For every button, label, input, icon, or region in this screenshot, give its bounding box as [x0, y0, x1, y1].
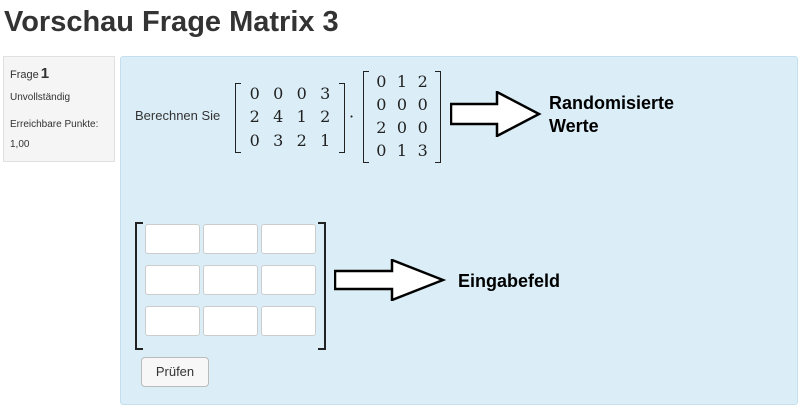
matrix-a-cell: 0: [249, 84, 260, 103]
randomized-values-label: Randomisierte Werte: [549, 92, 674, 138]
matrix-a-cell: 0: [249, 130, 260, 150]
matrix-b-left-bracket: [363, 71, 369, 163]
matrix-b-right-bracket: [435, 71, 441, 163]
multiply-operator: ·: [349, 107, 355, 126]
matrix-b-cell: 3: [417, 141, 428, 160]
answer-cell-input[interactable]: [203, 306, 258, 336]
answer-matrix-input: [145, 224, 316, 336]
grade-label: Erreichbare Punkte:: [10, 119, 99, 130]
matrix-a-cell: 4: [273, 107, 284, 127]
matrix-b-cell: 0: [417, 118, 428, 137]
question-prompt: Berechnen Sie: [135, 108, 221, 123]
matrix-a-cell: 1: [296, 107, 307, 127]
input-matrix-left-bracket: [135, 222, 143, 350]
matrix-b-cell: 0: [376, 141, 387, 160]
arrow-right-icon: [450, 91, 542, 137]
answer-cell-input[interactable]: [145, 265, 200, 295]
question-label: Frage: [10, 69, 39, 81]
matrix-a-right-bracket: [339, 83, 345, 153]
answer-cell-input[interactable]: [261, 306, 316, 336]
matrix-b-cell: 1: [396, 72, 408, 91]
answer-cell-input[interactable]: [261, 224, 316, 254]
check-button[interactable]: Prüfen: [141, 357, 209, 387]
matrix-a-cell: 3: [320, 84, 331, 103]
answer-cell-input[interactable]: [261, 265, 316, 295]
question-state: Unvollständig: [10, 92, 71, 103]
matrix-b-cell: 0: [376, 95, 387, 114]
matrix-a-grid: 0 0 0 3 2 4 1 2 0 3 2 1: [243, 83, 337, 153]
matrix-a-cell: 0: [296, 84, 307, 103]
matrix-b-cell: 0: [376, 72, 387, 91]
page-title: Vorschau Frage Matrix 3: [4, 6, 339, 38]
answer-cell-input[interactable]: [203, 265, 258, 295]
randomized-label-line1: Randomisierte: [549, 93, 675, 113]
matrix-b-cell: 2: [376, 118, 387, 137]
matrix-b-grid: 0 1 2 0 0 0 2 0 0 0 1 3: [371, 71, 433, 163]
matrix-a-cell: 2: [320, 107, 331, 127]
matrix-a-cell: 1: [320, 130, 331, 150]
arrow-right-icon: [334, 259, 446, 301]
answer-cell-input[interactable]: [145, 306, 200, 336]
input-field-label: Eingabefeld: [458, 271, 561, 291]
answer-cell-input[interactable]: [145, 224, 200, 254]
matrix-a-left-bracket: [235, 83, 241, 153]
question-grade: Erreichbare Punkte: 1,00: [10, 115, 108, 155]
matrix-b-cell: 2: [417, 72, 428, 91]
matrix-a-cell: 3: [273, 130, 284, 150]
matrix-b-cell: 0: [417, 95, 428, 114]
matrix-b: 0 1 2 0 0 0 2 0 0 0 1 3: [363, 71, 441, 163]
matrix-b-cell: 0: [396, 95, 408, 114]
answer-cell-input[interactable]: [203, 224, 258, 254]
grade-value: 1,00: [10, 139, 30, 150]
matrix-a-cell: 2: [249, 107, 260, 127]
input-matrix-right-bracket: [318, 222, 326, 350]
matrix-a-cell: 0: [273, 84, 284, 103]
matrix-a-cell: 2: [296, 130, 307, 150]
matrix-b-cell: 1: [396, 141, 408, 160]
matrix-b-cell: 0: [396, 118, 408, 137]
question-number-value: 1: [40, 65, 50, 82]
randomized-label-line2: Werte: [549, 116, 599, 136]
question-content: Berechnen Sie 0 0 0 3 2 4 1 2 0 3 2 1 · …: [120, 56, 798, 405]
matrix-a: 0 0 0 3 2 4 1 2 0 3 2 1: [235, 83, 345, 153]
